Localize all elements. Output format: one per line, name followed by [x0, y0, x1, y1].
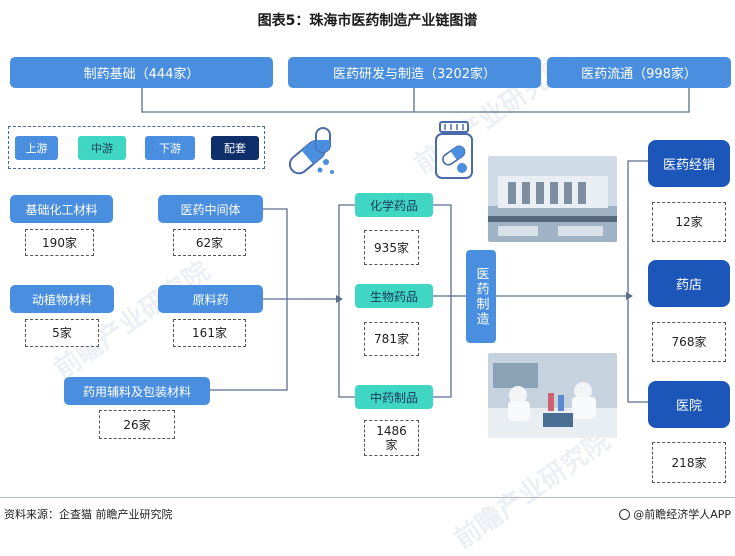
legend-support: 配套 — [211, 136, 259, 160]
dist-pharma-sales: 医药经销 — [648, 140, 730, 187]
material-api: 原料药 — [158, 285, 263, 313]
dist-pharma-sales-count: 12家 — [652, 202, 726, 242]
lab-photo — [488, 353, 617, 438]
material-api-count: 161家 — [173, 319, 246, 347]
factory-photo — [488, 156, 617, 242]
drug-biological-count: 781家 — [364, 322, 419, 356]
pharma-manufacturing: 医药制造 — [466, 250, 496, 343]
dist-hospital-count: 218家 — [652, 442, 726, 483]
legend — [8, 126, 265, 169]
midstream-header: 医药研发与制造（3202家） — [288, 57, 541, 88]
downstream-header: 医药流通（998家） — [547, 57, 731, 88]
dist-pharmacy-count: 768家 — [652, 322, 726, 362]
legend-upstream: 上游 — [15, 136, 58, 160]
material-excipient-packaging-count: 26家 — [99, 410, 175, 439]
footer-source: 资料来源：企查猫 前瞻产业研究院 — [4, 508, 173, 521]
footer-brand: @前瞻经济学人APP — [619, 506, 731, 522]
drug-tcm-count: 1486家 — [364, 420, 419, 456]
connector-lines — [141, 88, 690, 403]
material-intermediate-count: 62家 — [173, 229, 246, 256]
capsule-icon — [288, 127, 334, 175]
legend-midstream: 中游 — [78, 136, 126, 160]
material-intermediate: 医药中间体 — [158, 195, 263, 223]
page-title: 图表5：珠海市医药制造产业链图谱 — [257, 13, 478, 29]
drug-biological: 生物药品 — [355, 284, 433, 308]
material-plant-animal-count: 5家 — [25, 319, 99, 347]
drug-tcm: 中药制品 — [355, 385, 433, 409]
material-plant-animal: 动植物材料 — [10, 285, 114, 313]
dist-pharmacy: 药店 — [648, 260, 730, 307]
footer-divider — [0, 497, 735, 498]
brand-logo-icon — [619, 508, 631, 520]
material-basic-chemicals: 基础化工材料 — [10, 195, 113, 223]
upstream-header: 制药基础（444家） — [10, 57, 273, 88]
drug-chemical-count: 935家 — [364, 230, 419, 265]
footer-brand-text: @前瞻经济学人APP — [633, 508, 731, 521]
pill-bottle-icon — [435, 121, 473, 179]
material-excipient-packaging: 药用辅料及包装材料 — [64, 377, 210, 405]
material-basic-chemicals-count: 190家 — [25, 229, 94, 256]
legend-downstream: 下游 — [145, 136, 195, 160]
drug-chemical: 化学药品 — [355, 193, 433, 217]
dist-hospital: 医院 — [648, 381, 730, 428]
